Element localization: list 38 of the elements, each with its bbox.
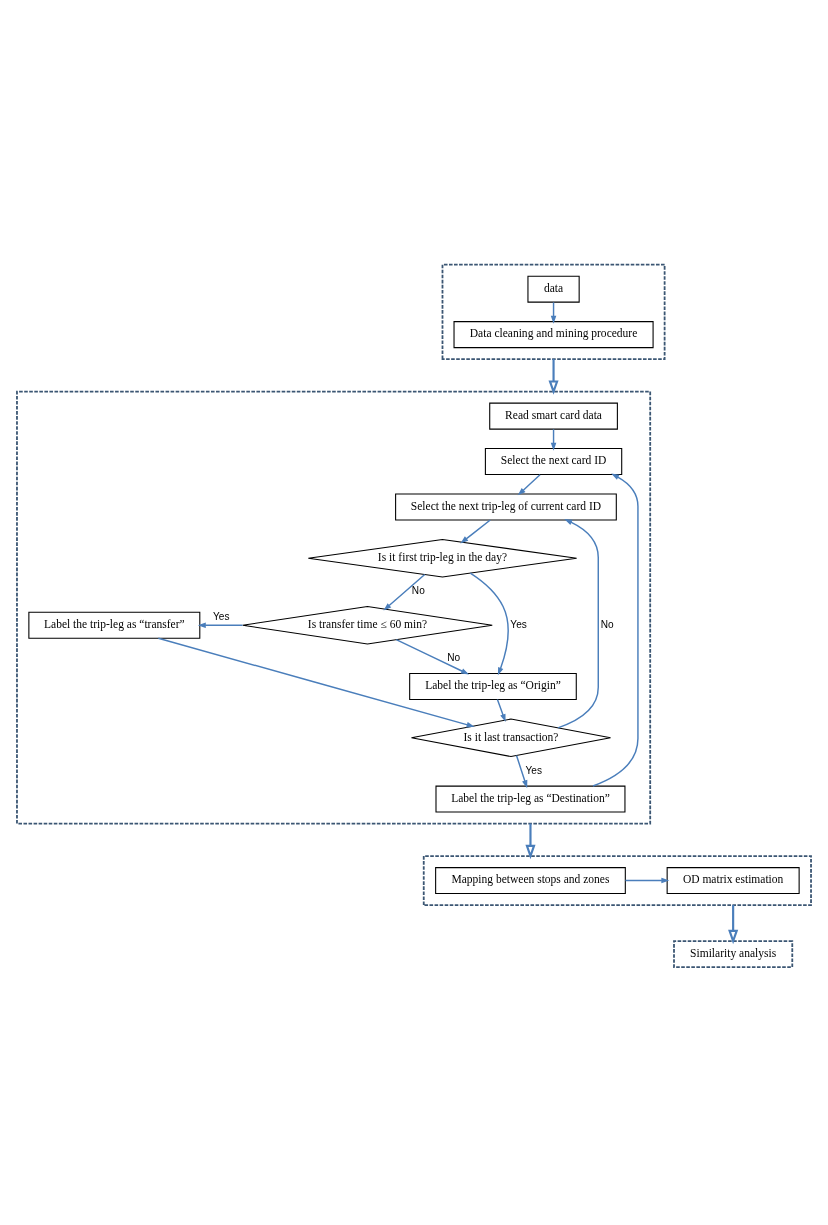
edge-label: Yes — [510, 618, 527, 630]
arrow — [624, 877, 670, 883]
edge-label: No — [447, 651, 461, 663]
edge-label: No — [600, 618, 614, 630]
arrow — [469, 571, 509, 675]
node-box: Select the next trip-leg of current card ID — [395, 492, 617, 520]
node-box: Select the next card ID — [484, 447, 623, 475]
node-box: data — [527, 275, 580, 303]
node-box: Label the trip-leg as “Origin” — [409, 672, 577, 700]
node-box: OD matrix estimation — [666, 866, 800, 894]
arrow — [197, 621, 244, 628]
arrow — [515, 754, 528, 788]
node-diamond: Is transfer time ≤ 60 min? — [242, 605, 493, 645]
arrow — [496, 698, 506, 722]
edge-label: Yes — [525, 764, 542, 776]
node-box: Read smart card data — [489, 402, 618, 430]
node-diamond: Is it last transaction? — [410, 717, 612, 757]
node-diamond: Is it first trip-leg in the day? — [307, 538, 578, 577]
arrow — [548, 358, 559, 395]
node-box: Data cleaning and mining procedure — [453, 320, 654, 348]
edge-label: No — [411, 584, 425, 596]
node-box: Mapping between stops and zones — [435, 866, 626, 894]
edge-label: Yes — [213, 610, 230, 622]
node-box: Similarity analysis — [673, 939, 794, 968]
node-box: Label the trip-leg as “Destination” — [435, 785, 626, 813]
arrow — [728, 904, 739, 944]
arrow — [592, 473, 639, 787]
cluster — [441, 263, 666, 360]
arrow — [395, 638, 470, 674]
arrow — [460, 518, 491, 543]
arrow — [517, 473, 541, 495]
cluster — [16, 390, 652, 824]
arrow — [557, 518, 599, 729]
node-box: Label the trip-leg as “transfer” — [28, 611, 201, 639]
arrow — [383, 573, 426, 611]
cluster — [422, 854, 812, 906]
arrow — [157, 637, 475, 727]
arrow — [525, 823, 536, 859]
